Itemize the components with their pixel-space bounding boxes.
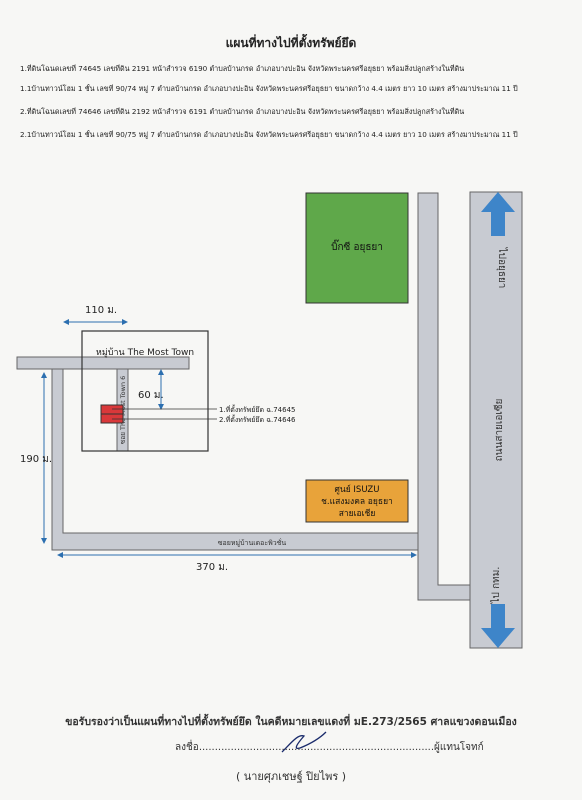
dim-60-label: 60 ม.: [138, 390, 164, 401]
lower-road-label: ซอยหมู่บ้านเดอะพิวชั่น: [218, 538, 287, 547]
village-boundary: [81, 330, 209, 452]
isuzu-line-1: ศูนย์ ISUZU: [335, 484, 380, 495]
signature-row: ลงชื่อ..................................…: [175, 742, 484, 753]
direction-bangkok: ไป กทม.: [490, 567, 502, 605]
property-2-label: 2.ที่ตั้งทรัพย์ยึด ฉ.74646: [219, 413, 296, 424]
certification-text: ขอรับรองว่าเป็นแผนที่ทางไปที่ตั้งทรัพย์ย…: [65, 716, 517, 728]
property-1-label: 1.ที่ตั้งทรัพย์ยึด ฉ.74645: [219, 403, 295, 414]
map-title: แผนที่ทางไปที่ตั้งทรัพย์ยึด: [225, 36, 357, 50]
bigc-label: บิ๊กซี อยุธยา: [331, 239, 383, 253]
village-label: หมู่บ้าน The Most Town: [96, 347, 194, 358]
highway-road: [469, 191, 523, 649]
isuzu-building: [305, 479, 409, 523]
dim-370-label: 370 ม.: [196, 562, 228, 573]
house-line-2: 2.1บ้านทาวน์โฮม 1 ชั้น เลขที่ 90/75 หมู่…: [20, 130, 518, 139]
dim-190-label: 190 ม.: [20, 454, 52, 465]
lower-road: [51, 367, 419, 551]
arrow-up-icon: [481, 192, 515, 236]
isuzu-line-3: สายเอเชีย: [339, 508, 376, 519]
signature-mark: [281, 731, 327, 753]
sign-prefix: ลงชื่อ: [175, 742, 199, 753]
deed-line-2: 2.ที่ดินโฉนดเลขที่ 74646 เลขที่ดิน 2192 …: [20, 107, 465, 116]
direction-ayutthaya: ไปอยุธยา: [496, 247, 508, 289]
sign-suffix: ผู้แทนโจทก์: [434, 742, 484, 753]
highway-label: ถนนสายเอเซีย: [493, 399, 505, 462]
isuzu-line-2: ช.แสงมงคล อยุธยา: [321, 497, 393, 507]
bigc-building: [305, 192, 409, 304]
village-road: [16, 356, 190, 370]
arrow-down-icon: [481, 604, 515, 648]
frontage-road: [417, 192, 471, 601]
dim-110-label: 110 ม.: [85, 305, 117, 316]
house-line-1: 1.1บ้านทาวน์โฮม 1 ชั้น เลขที่ 90/74 หมู่…: [20, 84, 518, 93]
signer-name: ( นายศุภเชษฐ์ ปิยไพร ): [235, 770, 347, 783]
deed-line-1: 1.ที่ดินโฉนดเลขที่ 74645 เลขที่ดิน 2191 …: [20, 64, 465, 73]
